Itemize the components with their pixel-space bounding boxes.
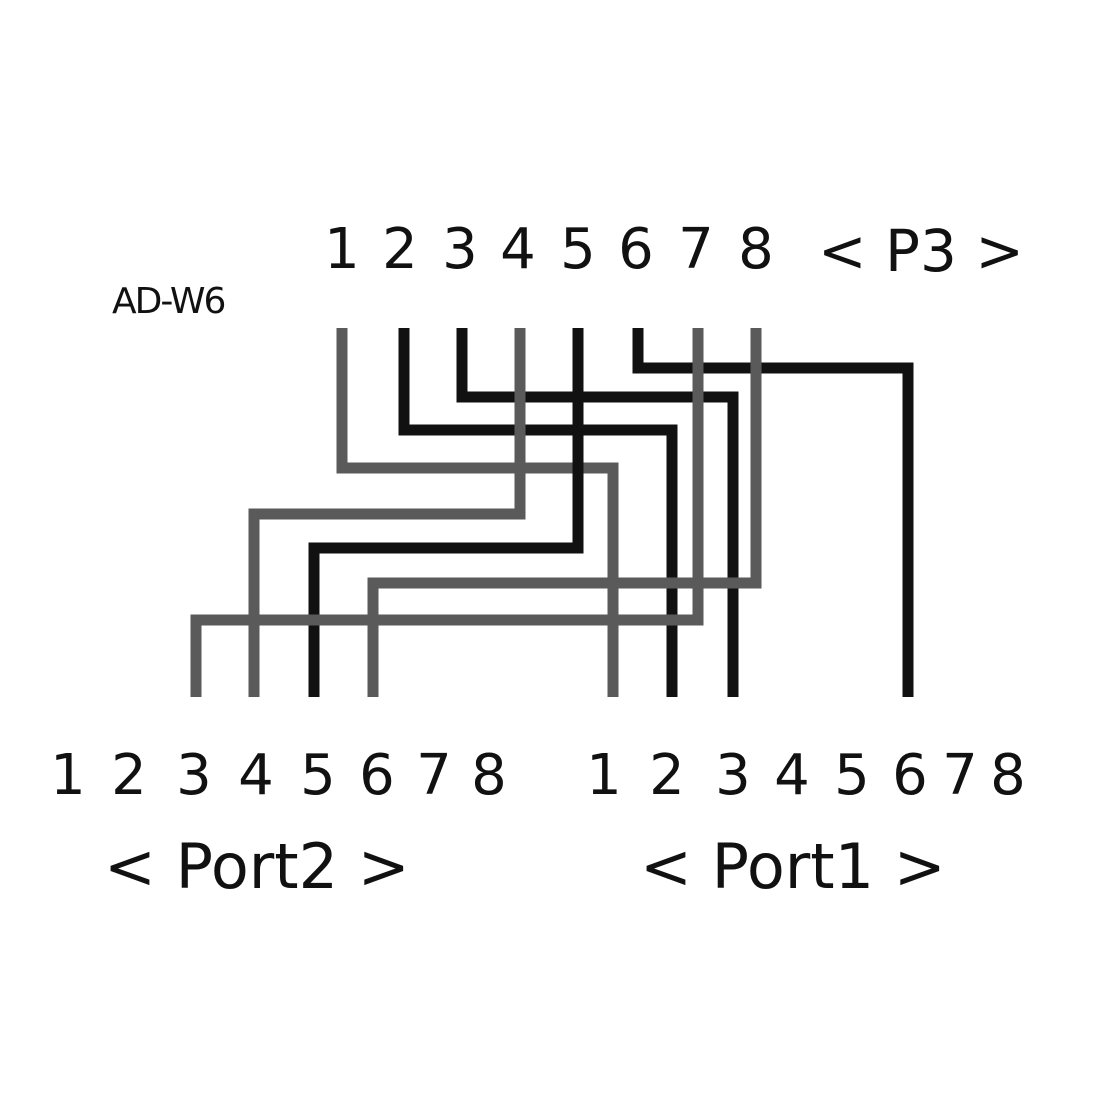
wire-p3-6-to-port1-6 bbox=[632, 328, 914, 697]
wire-p3-3-to-port1-3 bbox=[456, 328, 739, 697]
p3-pin-3: 3 bbox=[442, 217, 478, 282]
port2-pin-8: 8 bbox=[471, 743, 507, 808]
port2-pin-6: 6 bbox=[359, 743, 395, 808]
port1-pin-6: 6 bbox=[892, 743, 928, 808]
model-label: AD-W6 bbox=[112, 281, 226, 322]
port2-pin-3: 3 bbox=[176, 743, 212, 808]
port2-label: < Port2 > bbox=[104, 830, 410, 903]
p3-pin-8: 8 bbox=[738, 217, 774, 282]
port2-pin-7: 7 bbox=[416, 743, 452, 808]
port1-pin-4: 4 bbox=[774, 743, 810, 808]
p3-pin-2: 2 bbox=[382, 217, 418, 282]
port1-pin-2: 2 bbox=[649, 743, 685, 808]
wire-p3-2-to-port1-2 bbox=[398, 328, 678, 697]
p3-pin-7: 7 bbox=[678, 217, 714, 282]
port2-pin-2: 2 bbox=[111, 743, 147, 808]
port1-pin-3: 3 bbox=[715, 743, 751, 808]
port1-label: < Port1 > bbox=[640, 830, 946, 903]
p3-label: < P3 > bbox=[818, 217, 1024, 285]
wire-p3-8-to-port2-4 bbox=[367, 328, 762, 697]
port2-pin-1: 1 bbox=[50, 743, 86, 808]
port2-pin-4: 4 bbox=[238, 743, 274, 808]
port2-pin-5: 5 bbox=[300, 743, 336, 808]
port1-pin-7: 7 bbox=[942, 743, 978, 808]
wire-p3-7-to-port2-1 bbox=[190, 328, 704, 697]
p3-pin-6: 6 bbox=[618, 217, 654, 282]
wire-p3-4-to-port2-2 bbox=[248, 328, 526, 697]
port1-pin-5: 5 bbox=[834, 743, 870, 808]
port1-pin-1: 1 bbox=[586, 743, 622, 808]
p3-pin-5: 5 bbox=[560, 217, 596, 282]
p3-pin-1: 1 bbox=[324, 217, 360, 282]
p3-pin-4: 4 bbox=[500, 217, 536, 282]
port1-pin-8: 8 bbox=[990, 743, 1026, 808]
